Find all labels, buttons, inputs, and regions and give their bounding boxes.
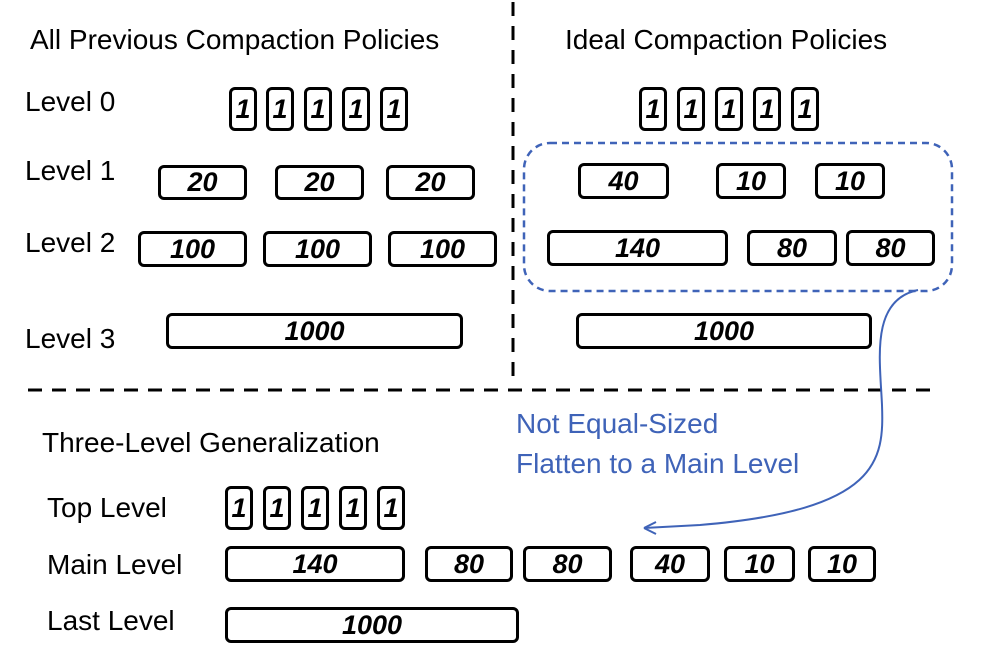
right-l1-sst: 10 [815, 163, 885, 199]
main-level-sst: 80 [523, 546, 612, 582]
right-l1-sst: 10 [716, 163, 786, 199]
right-l0-sst: 1 [715, 87, 743, 131]
main-level-sst: 10 [808, 546, 876, 582]
right-l2-sst: 140 [547, 230, 728, 266]
main-level-sst: 80 [425, 546, 513, 582]
left-l1-sst: 20 [386, 165, 475, 200]
last-level-sst: 1000 [225, 607, 519, 643]
left-l0-sst: 1 [229, 87, 257, 131]
left-l0-sst: 1 [266, 87, 294, 131]
right-l1-sst: 40 [578, 163, 669, 199]
left-l2-sst: 100 [263, 231, 372, 267]
right-l0-sst: 1 [753, 87, 781, 131]
level-3-label: Level 3 [25, 323, 116, 354]
note-line-1: Not Equal-Sized [516, 408, 719, 439]
left-l1-sst: 20 [158, 165, 247, 200]
note-line-2: Flatten to a Main Level [516, 448, 800, 479]
right-l3-sst: 1000 [576, 313, 872, 349]
top-level-sst: 1 [301, 486, 329, 530]
right-l0-sst: 1 [677, 87, 705, 131]
left-l0-sst: 1 [380, 87, 408, 131]
left-l0-sst: 1 [304, 87, 332, 131]
right-l2-sst: 80 [846, 230, 935, 266]
left-l2-sst: 100 [388, 231, 497, 267]
left-l2-sst: 100 [138, 231, 247, 267]
left-l1-sst: 20 [275, 165, 364, 200]
flatten-arrow-head [643, 521, 657, 535]
top-level-sst: 1 [263, 486, 291, 530]
right-l0-sst: 1 [791, 87, 819, 131]
level-0-label: Level 0 [25, 86, 116, 117]
top-level-label: Top Level [47, 492, 167, 523]
main-level-label: Main Level [47, 549, 183, 580]
main-level-sst: 140 [225, 546, 405, 582]
level-1-label: Level 1 [25, 155, 116, 186]
level-2-label: Level 2 [25, 227, 116, 258]
top-level-sst: 1 [225, 486, 253, 530]
main-level-sst: 40 [630, 546, 710, 582]
right-l2-sst: 80 [747, 230, 837, 266]
right-l0-sst: 1 [639, 87, 667, 131]
left-section-title: All Previous Compaction Policies [30, 24, 440, 55]
top-level-sst: 1 [339, 486, 367, 530]
left-l3-sst: 1000 [166, 313, 463, 349]
bottom-section-title: Three-Level Generalization [42, 427, 380, 458]
main-level-sst: 10 [724, 546, 795, 582]
top-level-sst: 1 [377, 486, 405, 530]
left-l0-sst: 1 [342, 87, 370, 131]
last-level-label: Last Level [47, 605, 175, 636]
right-section-title: Ideal Compaction Policies [565, 24, 888, 55]
